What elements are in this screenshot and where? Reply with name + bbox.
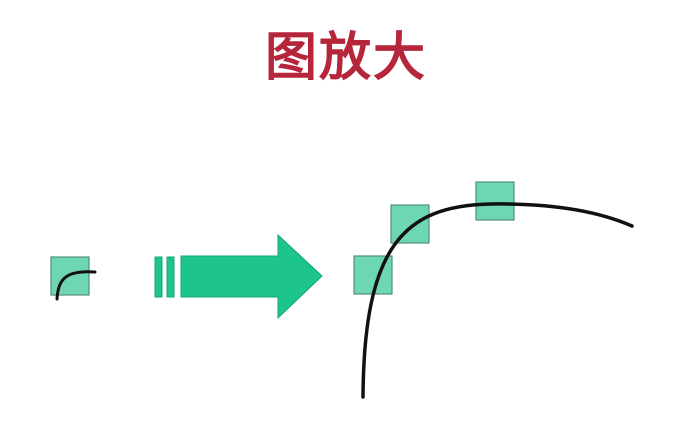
small-patch-curve	[55, 270, 97, 301]
magnified-curve-icon	[353, 181, 634, 399]
large-patch-box-3	[475, 181, 515, 221]
arrow-stripe-1	[154, 256, 163, 298]
small-curve-patch-icon	[50, 256, 97, 301]
magnified-curve	[361, 202, 634, 399]
large-patch-box-2	[390, 204, 430, 244]
arrow-body	[180, 233, 323, 320]
zoom-arrow-icon	[154, 233, 323, 320]
page-title: 图放大	[264, 28, 427, 88]
arrow-stripe-2	[166, 256, 175, 298]
